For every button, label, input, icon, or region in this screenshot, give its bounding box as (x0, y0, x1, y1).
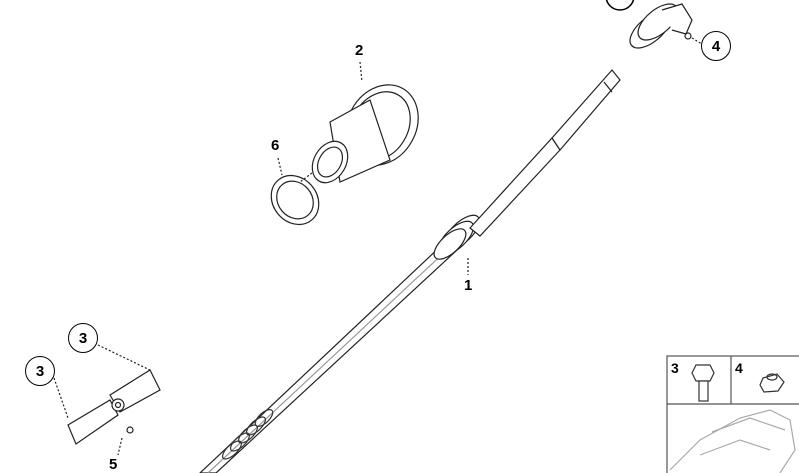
callout-3a: 3 (68, 323, 98, 353)
callout-2: 2 (355, 42, 364, 59)
callout-6: 6 (271, 137, 280, 154)
car-silhouette-icon (669, 409, 796, 473)
inset-nut-label: 4 (735, 360, 743, 376)
cut-off-callout (605, 0, 635, 11)
inset-box (666, 355, 799, 473)
bolt-icon (691, 364, 715, 402)
callout-3b: 3 (25, 356, 55, 386)
universal-joint (53, 344, 161, 456)
ring (270, 157, 320, 226)
callout-1: 1 (464, 277, 473, 294)
callout-5: 5 (109, 456, 118, 473)
inset-bolt-label: 3 (671, 360, 679, 376)
steering-shaft (199, 3, 703, 473)
boot (299, 84, 419, 184)
callout-4: 4 (701, 31, 731, 61)
nut-icon (759, 373, 785, 393)
